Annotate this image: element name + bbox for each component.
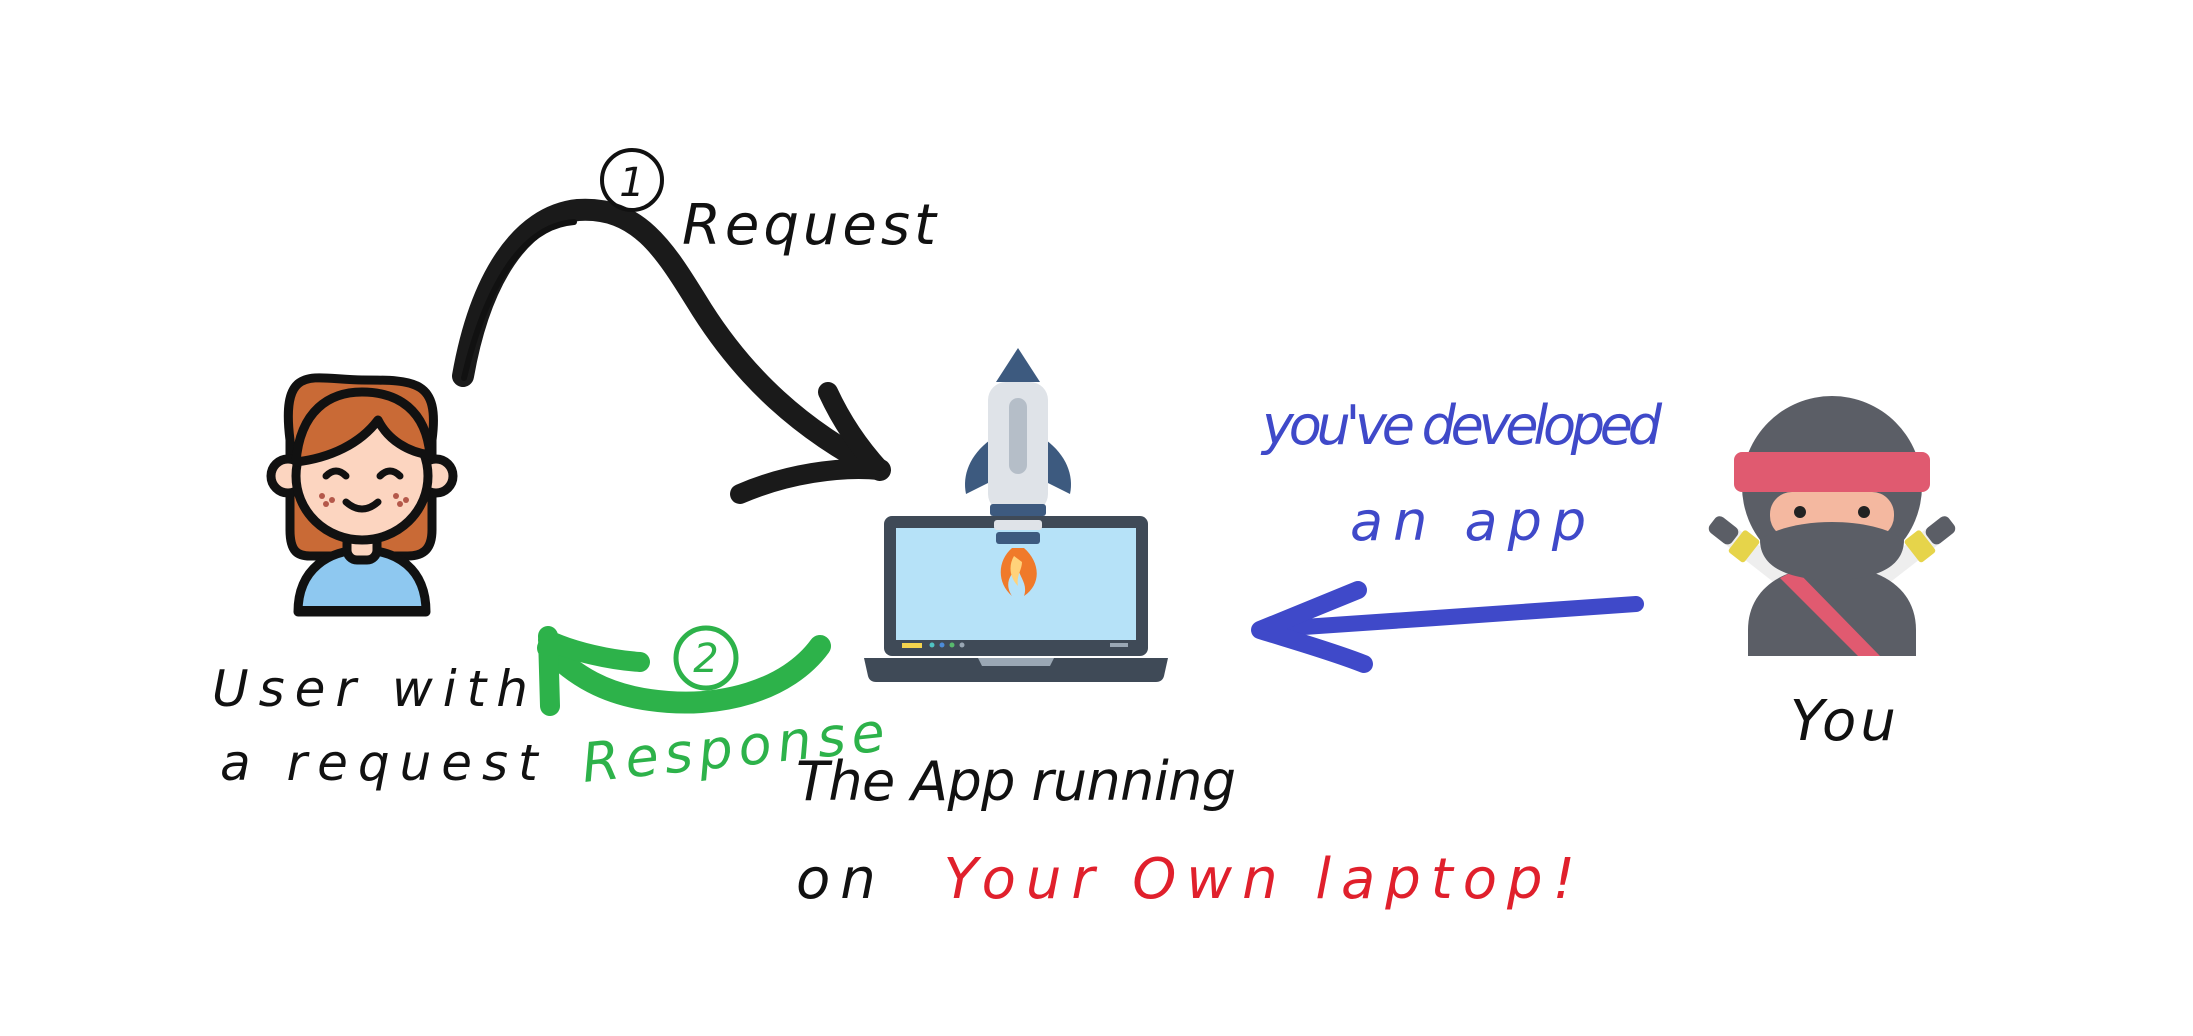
taskbar	[896, 640, 1136, 652]
rocket-flame	[1000, 548, 1037, 596]
fringe-shape	[291, 387, 435, 467]
laptop-rocket-icon	[864, 348, 1168, 682]
request-step-number: 1	[619, 160, 644, 206]
response-step-number: 2	[693, 636, 718, 682]
rocket-nose	[996, 348, 1040, 382]
request-label: Request	[682, 193, 940, 258]
taskbar-start	[902, 643, 922, 648]
request-step-circle	[600, 148, 664, 212]
left-eye	[322, 467, 350, 480]
app-label-highlight: Your Own laptop!	[944, 847, 1585, 912]
rocket-ring-3	[996, 532, 1040, 544]
rocket-ring-2	[994, 520, 1042, 530]
laptop-base	[864, 658, 1168, 682]
ninja-mask	[1760, 522, 1904, 580]
laptop-notch	[978, 658, 1054, 666]
ninja-sash	[1780, 570, 1880, 656]
response-arrow	[537, 626, 831, 716]
ninja-headband	[1734, 452, 1930, 492]
rocket-left-fin	[965, 440, 990, 494]
user-label-line2: a request	[220, 734, 548, 792]
ninja-avatar-icon	[1708, 396, 1956, 656]
developed-label-line1: you've developed	[1260, 394, 1672, 457]
laptop-screen	[896, 528, 1136, 640]
developed-arrow	[1251, 581, 1644, 673]
smile	[342, 498, 382, 513]
app-label-on: on	[796, 847, 886, 912]
request-arrow	[452, 198, 891, 504]
response-step-circle	[673, 625, 739, 691]
app-label-line2: on Your Own laptop!	[796, 847, 1585, 912]
freckles	[319, 493, 409, 507]
shirt-base-line	[296, 606, 428, 614]
user-label-line1: User with	[212, 660, 538, 718]
developed-label-line2: an app	[1350, 490, 1596, 553]
app-label-line1: The App running	[796, 750, 1246, 813]
developer-label: You	[1790, 689, 1900, 754]
rocket-ring-1	[990, 504, 1046, 516]
rocket-right-fin	[1046, 440, 1071, 494]
rocket-window	[1009, 398, 1027, 474]
right-eye	[376, 467, 404, 480]
girl-avatar-icon	[266, 373, 458, 617]
